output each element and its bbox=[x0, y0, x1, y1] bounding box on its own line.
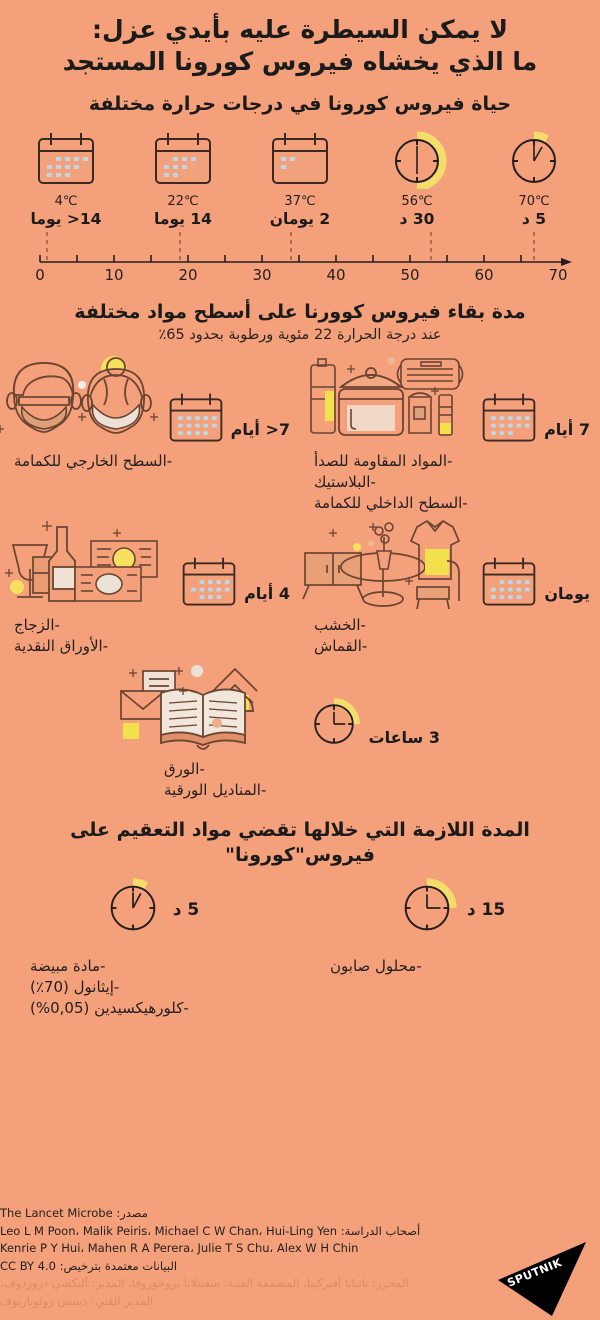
clock-icon bbox=[101, 876, 165, 944]
glass-banknotes-icon bbox=[0, 515, 174, 611]
page-title-line-2: ما الذي يخشاه فيروس كورونا المستجد bbox=[62, 47, 538, 76]
temperature-item: 22℃ 14 يوما bbox=[131, 129, 235, 228]
disinfection-items-row: 15 د bbox=[0, 876, 600, 1020]
disinfection-agent: -محلول صابون bbox=[330, 956, 422, 975]
surface-card: 4 أيام bbox=[0, 513, 300, 656]
surface-material: -السطح الخارجي للكمامة bbox=[14, 452, 173, 471]
calendar-icon bbox=[14, 129, 118, 191]
surface-duration: 7< أيام bbox=[230, 420, 290, 440]
page-title-line-1: لا يمكن السيطرة عليه بأيدي عزل: bbox=[91, 15, 509, 44]
temperature-value: 37℃ bbox=[284, 193, 316, 209]
temperature-section-heading: حياة فيروس كورونا في درجات حرارة مختلفة bbox=[88, 93, 512, 115]
temperature-duration: 14 يوما bbox=[154, 209, 212, 228]
surface-material-list: -الخشب -القماش bbox=[310, 615, 590, 656]
temperature-item: 37℃ 2 يومان bbox=[248, 129, 352, 228]
svg-text:50: 50 bbox=[400, 266, 419, 284]
surface-material: -الورق bbox=[164, 759, 205, 778]
surface-duration: يومان bbox=[544, 584, 590, 604]
footer-credits-line-1: المحرر: تاتيانا أفيركينا، المصممة الفنية… bbox=[0, 1276, 409, 1291]
disinfection-duration: 15 د bbox=[466, 899, 506, 920]
surface-card: يومان bbox=[300, 513, 600, 656]
disinfection-card: 15 د bbox=[300, 876, 600, 1020]
temperature-duration: 30 د bbox=[399, 209, 435, 228]
clock-icon bbox=[365, 129, 469, 191]
svg-text:60: 60 bbox=[474, 266, 493, 284]
disinfection-agent: -إيثانول (70٪) bbox=[30, 977, 120, 996]
temperature-value: 22℃ bbox=[167, 193, 199, 209]
footer-license: البيانات معتمدة بترخيص: CC BY 4.0 bbox=[0, 1258, 178, 1273]
temperature-item: 4℃ 14< يوما bbox=[14, 129, 118, 228]
surface-material: -السطح الداخلي للكمامة bbox=[314, 493, 468, 512]
calendar-icon bbox=[478, 351, 540, 447]
surface-material: -القماش bbox=[314, 637, 368, 656]
temperature-items-row: 4℃ 14< يوما bbox=[0, 129, 600, 228]
footer-credits-line-2: المدير الفني: دينيس زولوتاريوف bbox=[0, 1293, 154, 1308]
clock-icon bbox=[395, 876, 459, 944]
calendar-icon bbox=[131, 129, 235, 191]
disinfection-section: المدة اللازمة التي خلالها تقضي مواد التع… bbox=[0, 818, 600, 1019]
surface-card: 7 أيام bbox=[300, 349, 600, 513]
surfaces-grid: 7 أيام bbox=[0, 349, 600, 800]
calendar-icon bbox=[248, 129, 352, 191]
surface-material: -البلاستيك bbox=[314, 473, 376, 492]
disinfection-agent-list: -مادة مبيضة -إيثانول (70٪) -كلورهيكسيدين… bbox=[14, 956, 286, 1020]
disinfection-card: 5 د bbox=[0, 876, 300, 1020]
temperature-duration: 5 د bbox=[521, 209, 547, 228]
svg-text:70: 70 bbox=[548, 266, 567, 284]
surface-duration: 3 ساعات bbox=[368, 727, 440, 747]
surface-duration: 7 أيام bbox=[544, 420, 590, 440]
disinfection-agent: -كلورهيكسيدين (0,05%) bbox=[30, 999, 189, 1018]
surface-material: -الخشب bbox=[314, 616, 366, 635]
surfaces-section-subheading: عند درجة الحرارة 22 مئوية ورطوبة بحدود 6… bbox=[158, 327, 442, 344]
surfaces-section: مدة بقاء فيروس كوورنا على أسطح مواد مختل… bbox=[0, 300, 600, 801]
svg-text:10: 10 bbox=[104, 266, 123, 284]
svg-text:30: 30 bbox=[252, 266, 271, 284]
svg-text:40: 40 bbox=[326, 266, 345, 284]
page-title: لا يمكن السيطرة عليه بأيدي عزل: ما الذي … bbox=[0, 0, 600, 78]
disinfection-heading-line-2: فيروس"كورونا" bbox=[225, 843, 375, 866]
surface-material: -الزجاج bbox=[14, 616, 60, 635]
plastic-metal-items-icon bbox=[299, 351, 474, 447]
temperature-value: 4℃ bbox=[54, 193, 78, 209]
surface-card: 3 ساعات bbox=[0, 657, 600, 800]
svg-text:20: 20 bbox=[178, 266, 197, 284]
surface-material: -المواد المقاومة للصدأ bbox=[314, 452, 453, 471]
calendar-icon bbox=[478, 515, 540, 611]
disinfection-duration: 5 د bbox=[172, 899, 200, 920]
disinfection-agent-list: -محلول صابون bbox=[314, 956, 586, 977]
svg-text:0: 0 bbox=[35, 266, 45, 284]
temperature-item: 56℃ 30 د bbox=[365, 129, 469, 228]
surface-material-list: -السطح الخارجي للكمامة bbox=[10, 451, 290, 472]
surface-duration: 4 أيام bbox=[244, 584, 290, 604]
wood-fabric-icon bbox=[299, 515, 474, 611]
temperature-section: حياة فيروس كورونا في درجات حرارة مختلفة bbox=[0, 92, 600, 284]
surfaces-section-heading: مدة بقاء فيروس كوورنا على أسطح مواد مختل… bbox=[74, 300, 526, 323]
surface-material-list: -المواد المقاومة للصدأ -البلاستيك -السطح… bbox=[310, 451, 590, 513]
temperature-item: 70℃ 5 د bbox=[482, 129, 586, 228]
clock-icon bbox=[482, 129, 586, 191]
surface-material: -المناديل الورقية bbox=[164, 780, 267, 799]
footer: مصدر: The Lancet Microbe أصحاب الدراسة: … bbox=[0, 1205, 600, 1310]
disinfection-heading-line-1: المدة اللازمة التي خلالها تقضي مواد التع… bbox=[70, 819, 530, 842]
disinfection-agent: -مادة مبيضة bbox=[30, 956, 106, 975]
calendar-icon bbox=[165, 351, 227, 447]
footer-authors-line-2: Kenrie P Y Hui، Mahen R A Perera، Julie … bbox=[0, 1241, 359, 1256]
surface-material-list: -الورق -المناديل الورقية bbox=[160, 759, 440, 800]
temperature-duration: 2 يومان bbox=[269, 209, 331, 228]
surface-material: -الأوراق النقدية bbox=[14, 637, 109, 656]
disinfection-section-heading: المدة اللازمة التي خلالها تقضي مواد التع… bbox=[0, 818, 600, 867]
temperature-axis: 0 10 20 30 40 50 60 70 bbox=[16, 231, 584, 284]
paper-book-icon bbox=[109, 659, 299, 755]
clock-icon bbox=[303, 659, 365, 755]
sputnik-logo: SPUTNIK bbox=[496, 1242, 588, 1316]
temperature-value: 70℃ bbox=[518, 193, 550, 209]
footer-authors-line-1: أصحاب الدراسة: Leo L M Poon، Malik Peiri… bbox=[0, 1223, 421, 1238]
masked-faces-icon bbox=[0, 351, 161, 447]
footer-source: مصدر: The Lancet Microbe bbox=[0, 1206, 148, 1221]
temperature-value: 56℃ bbox=[401, 193, 433, 209]
calendar-icon bbox=[178, 515, 240, 611]
temperature-duration: 14< يوما bbox=[30, 209, 102, 228]
surface-card: 7< أيام bbox=[0, 349, 300, 513]
surface-material-list: -الزجاج -الأوراق النقدية bbox=[10, 615, 290, 656]
